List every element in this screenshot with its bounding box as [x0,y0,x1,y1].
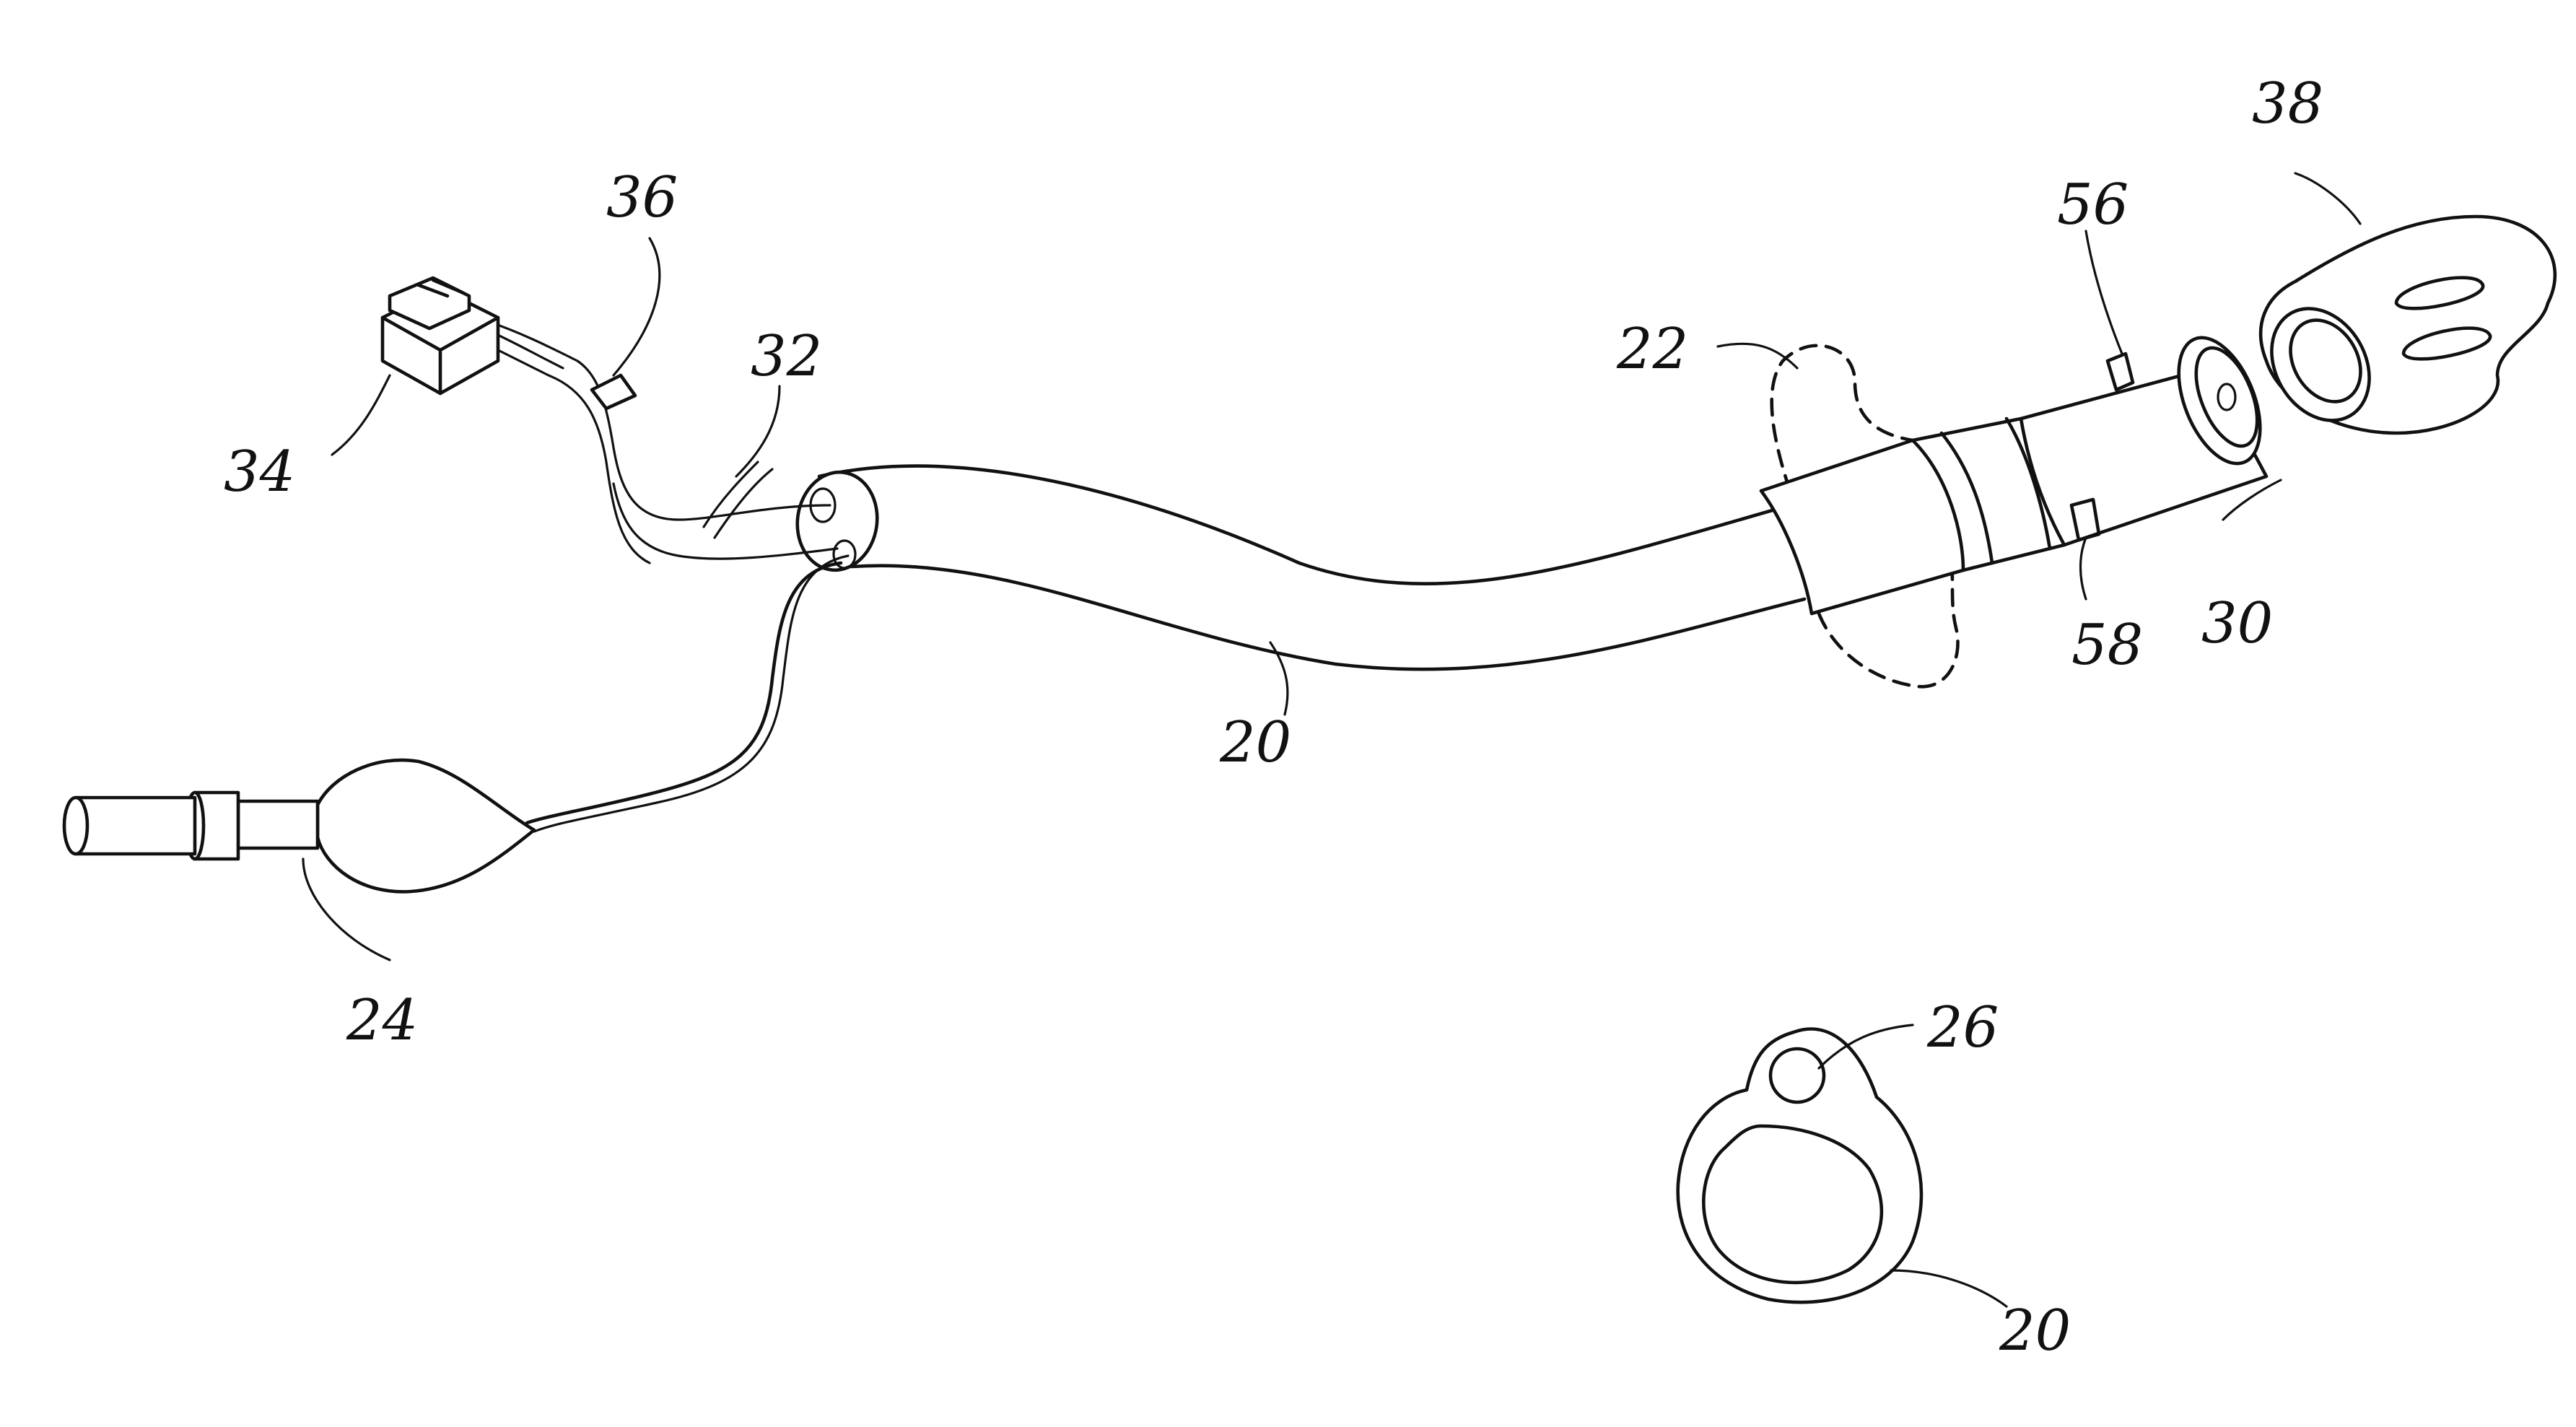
label-24: 24 [346,988,418,1053]
label-20-section: 20 [1999,1299,2071,1363]
pilot-balloon-assembly [62,554,850,894]
connector-plug-34 [380,276,500,396]
tube-cross-section [1676,1027,1924,1304]
cap-38 [2258,214,2557,435]
label-32: 32 [751,324,822,389]
label-22: 22 [1616,317,1688,382]
label-38: 38 [2252,71,2323,136]
leader-lines [302,172,2362,1308]
connector-30 [2004,336,2269,551]
neck-flange-wings [1770,344,1960,689]
label-20-tube: 20 [1219,710,1291,775]
label-56: 56 [2057,173,2129,237]
tube-collar [1759,431,1994,616]
label-58: 58 [2071,613,2143,678]
main-tube [795,464,1807,671]
label-30: 30 [2201,591,2273,656]
label-36: 36 [606,165,678,230]
reference-labels: 36 32 34 22 56 38 30 58 20 24 26 20 [224,71,2323,1363]
label-26: 26 [1926,995,1999,1060]
label-34: 34 [224,440,295,505]
